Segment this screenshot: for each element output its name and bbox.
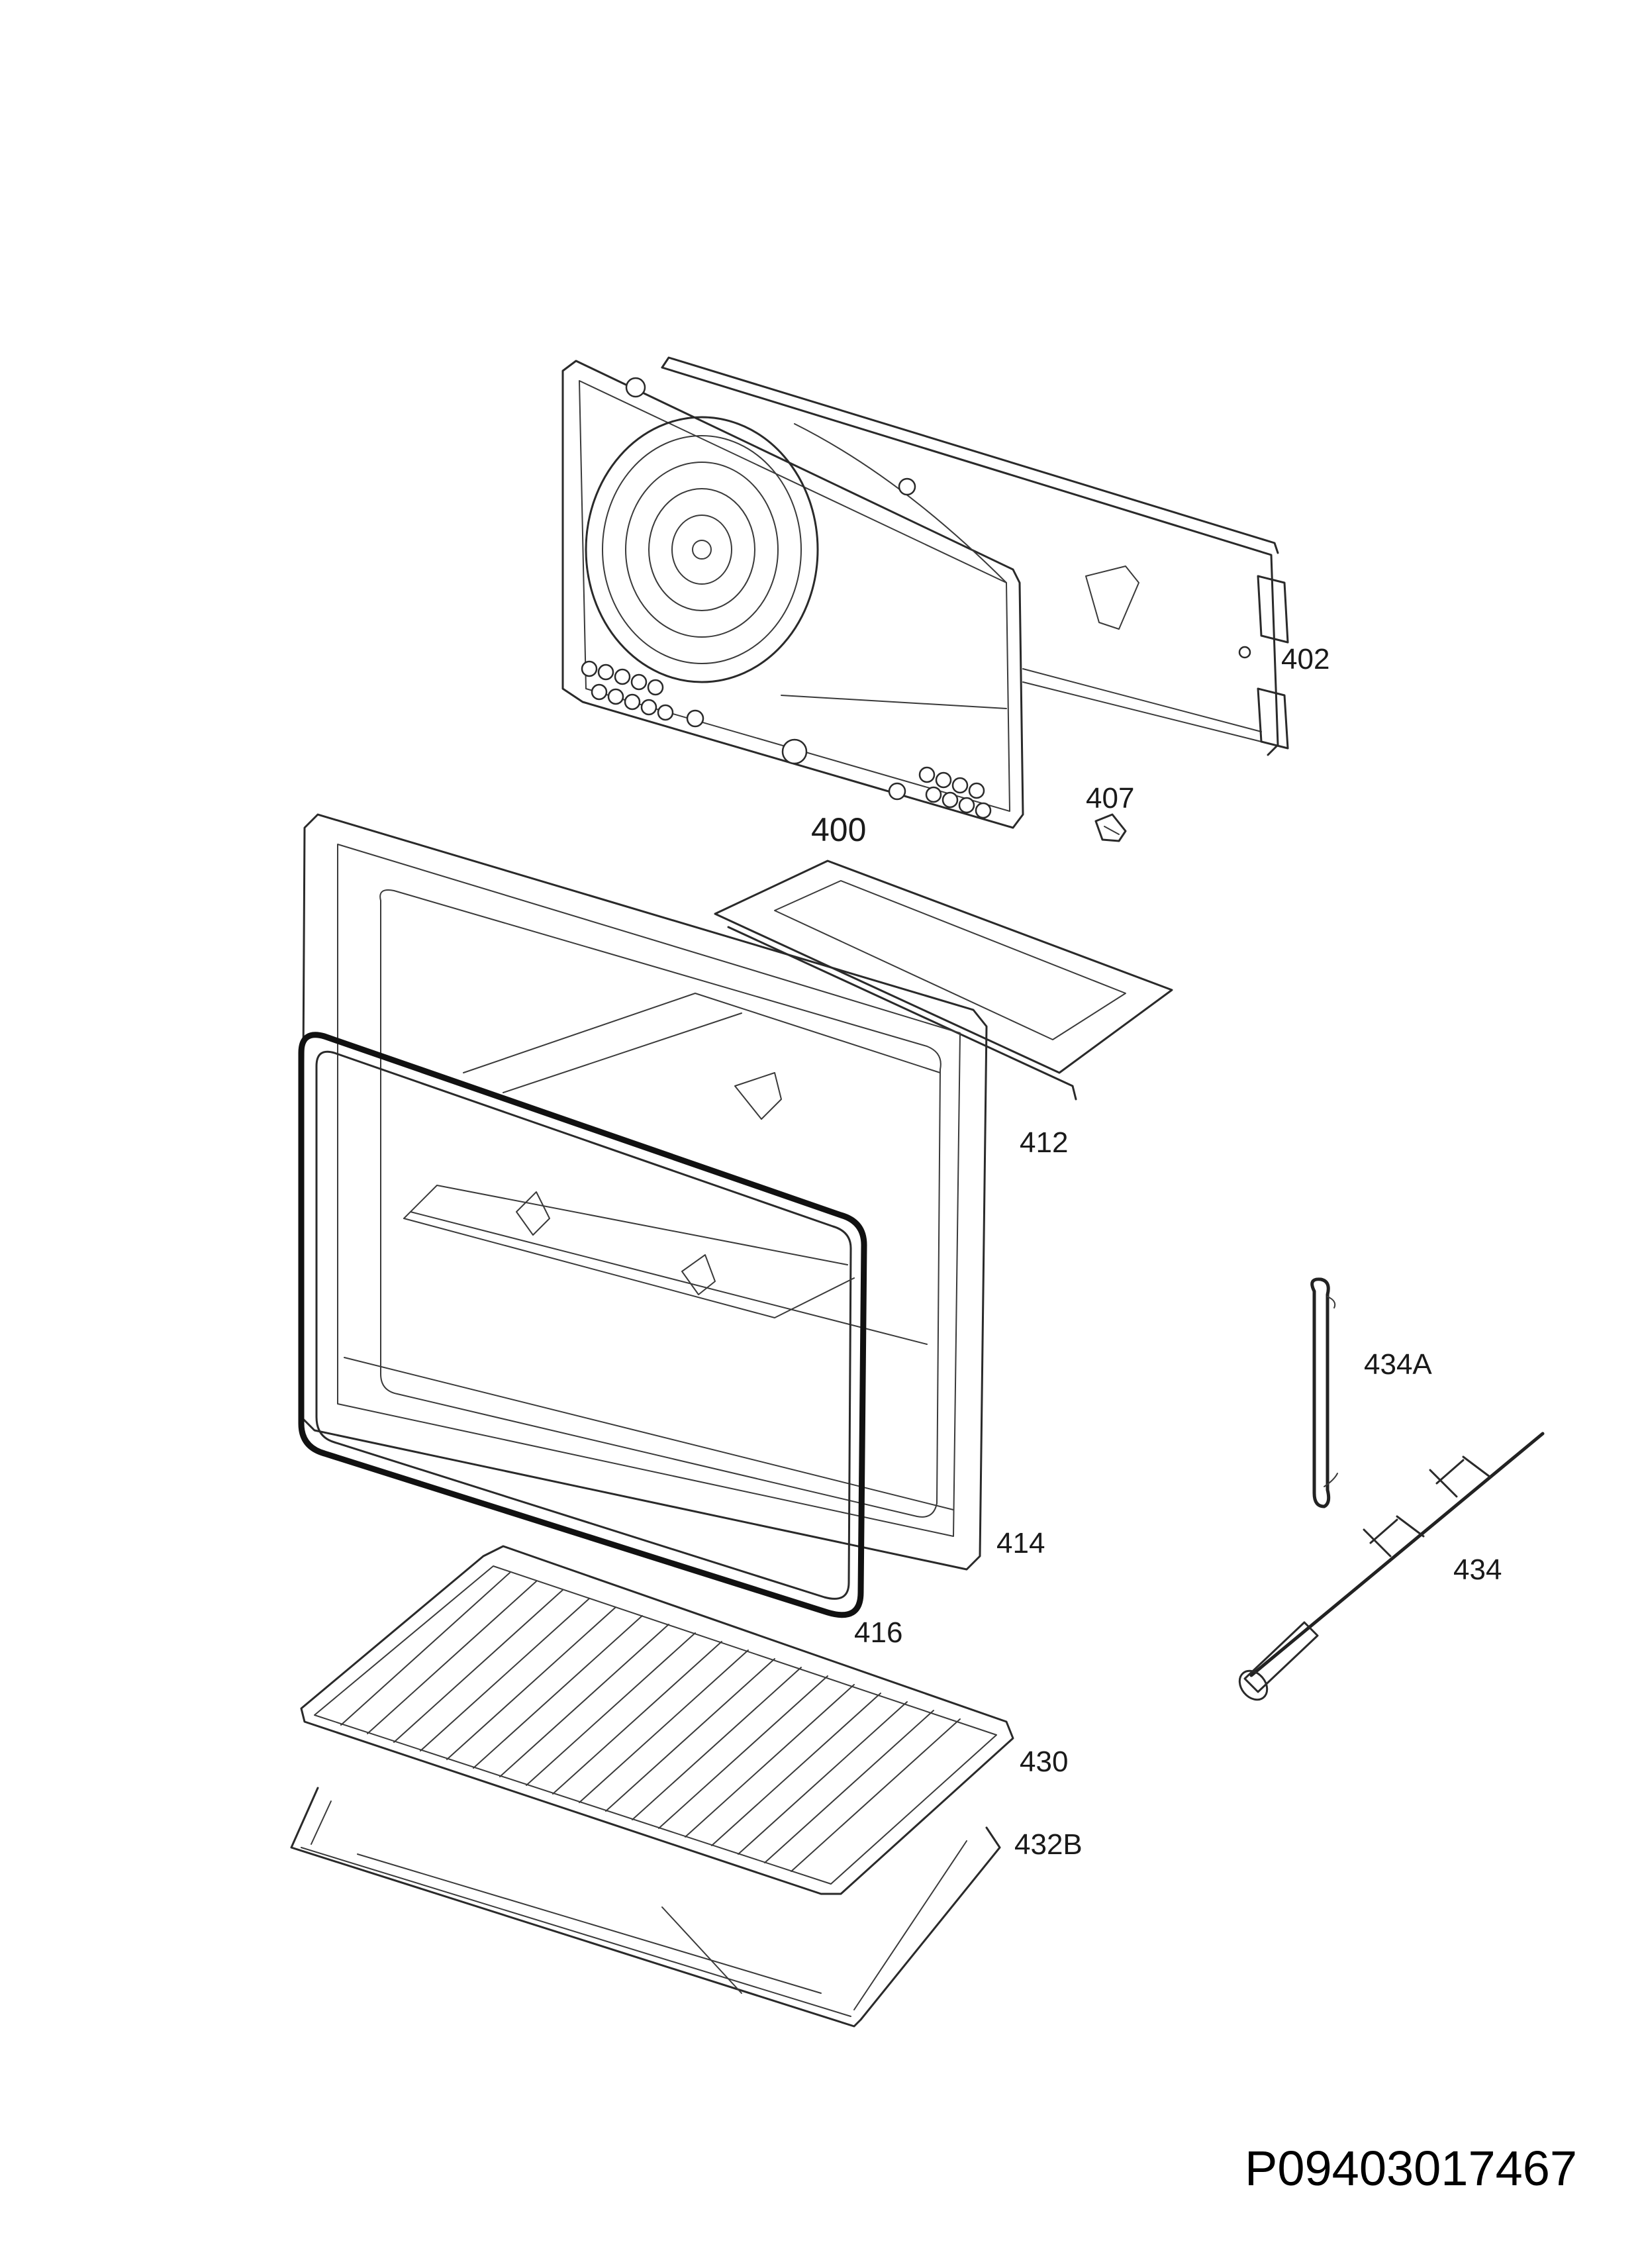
rack-wires [340,1572,961,1872]
part-434-rotisserie-spit [1238,1432,1545,1701]
part-416-door-seal [298,1032,867,1618]
vent-holes-right [918,766,992,819]
label-412: 412 [1020,1126,1068,1159]
part-400-fan-cover [561,360,1024,829]
label-416: 416 [854,1616,902,1649]
label-430: 430 [1020,1746,1068,1778]
label-400: 400 [811,811,866,848]
part-402-side-rail [661,356,1289,756]
label-434a: 434A [1364,1348,1432,1381]
document-code: P09403017467 [1245,2141,1577,2196]
label-434: 434 [1453,1553,1502,1586]
part-432b-baking-tray [290,1787,1001,2028]
part-430-wire-rack [300,1545,1014,1895]
label-402: 402 [1281,643,1329,675]
part-407-clip [1094,813,1127,842]
vent-holes-left [581,660,674,721]
label-407: 407 [1086,782,1134,814]
part-414-cavity-liner [300,813,988,1571]
label-414: 414 [996,1527,1045,1559]
part-412-top-tray [714,860,1173,1101]
label-432b: 432B [1014,1828,1083,1861]
part-434a-hook-rod [1310,1277,1338,1508]
